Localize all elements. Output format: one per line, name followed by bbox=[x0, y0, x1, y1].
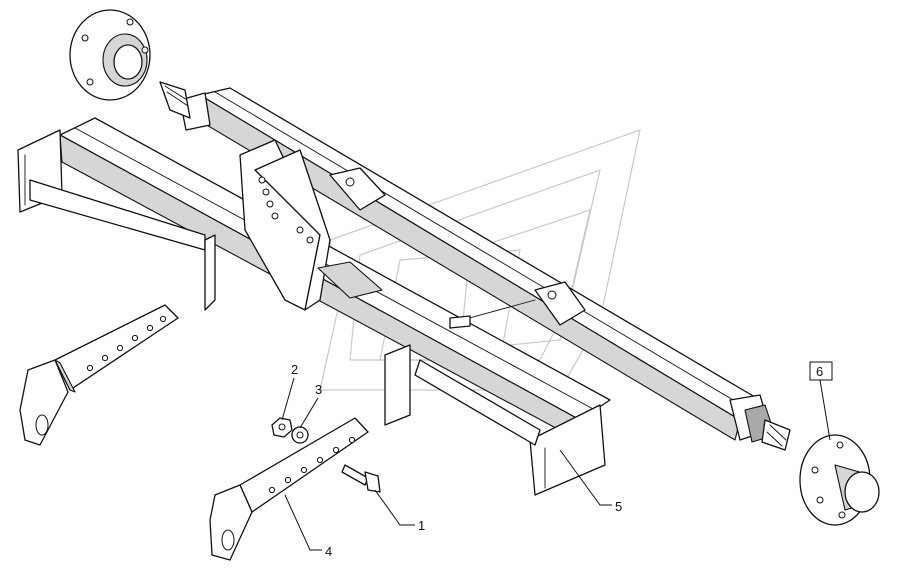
callout-3: 3 bbox=[315, 382, 322, 397]
mounting-plates bbox=[204, 139, 586, 426]
drawbar-bracket-upper bbox=[19, 304, 179, 446]
bolt bbox=[341, 464, 381, 493]
drawbar-bracket-lower bbox=[209, 417, 369, 561]
callout-label: 1 bbox=[418, 518, 425, 533]
callout-label: 6 bbox=[816, 364, 823, 379]
callout-2: 2 bbox=[291, 362, 298, 377]
callout-5: 5 bbox=[615, 499, 622, 514]
callout-6: 6 bbox=[809, 361, 833, 381]
callout-label: 3 bbox=[315, 382, 322, 397]
callout-label: 4 bbox=[325, 544, 332, 559]
axle-beam bbox=[159, 81, 791, 451]
callout-box bbox=[809, 361, 833, 381]
callout-1: 1 bbox=[418, 518, 425, 533]
leader-lines bbox=[281, 377, 831, 551]
nut bbox=[271, 417, 293, 438]
callout-label: 5 bbox=[615, 499, 622, 514]
wheel-hub-right bbox=[799, 434, 880, 526]
wheel-hub-left bbox=[69, 9, 151, 101]
washer bbox=[291, 426, 309, 444]
callout-label: 2 bbox=[291, 362, 298, 377]
callout-4: 4 bbox=[325, 544, 332, 559]
